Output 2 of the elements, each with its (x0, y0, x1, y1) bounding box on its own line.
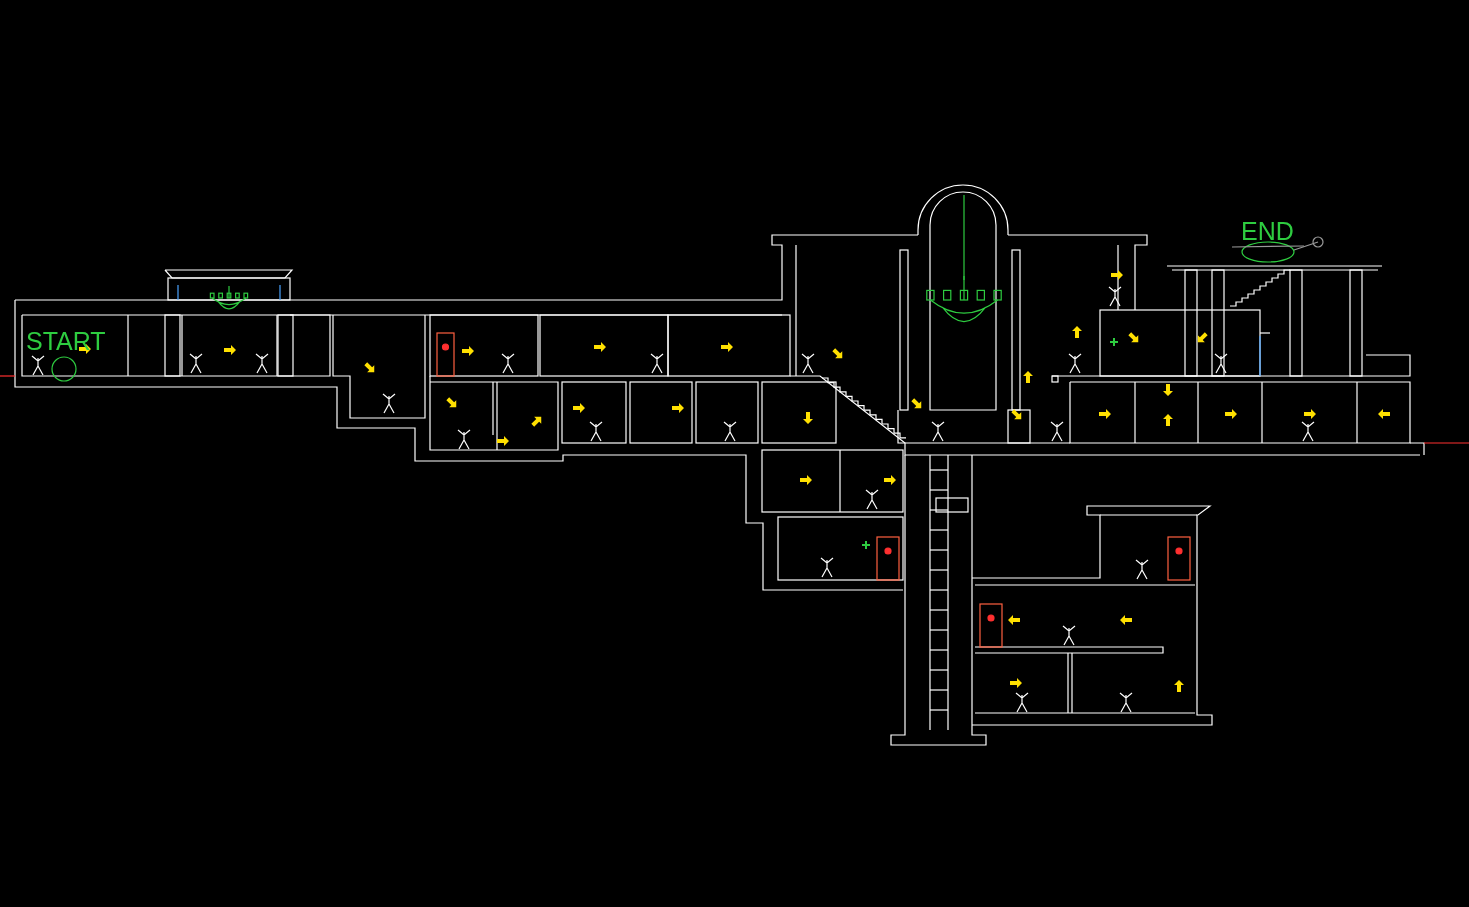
level-label: END (1241, 219, 1294, 244)
level-label: START (26, 329, 106, 354)
